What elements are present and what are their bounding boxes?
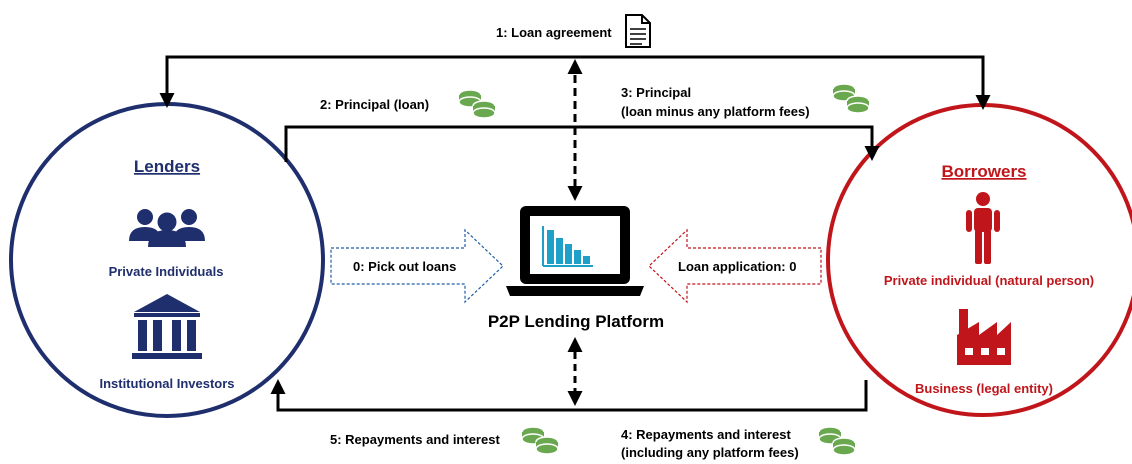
bank-icon (132, 294, 202, 359)
borrowers-type-business: Business (legal entity) (915, 381, 1053, 396)
step1-label: 1: Loan agreement (496, 25, 612, 40)
coins-icon (846, 95, 870, 114)
borrowers-group: Borrowers Private individual (natural pe… (826, 103, 1132, 417)
step3-label-line1: 3: Principal (621, 85, 691, 100)
flow-loan-application: Loan application: 0 (648, 228, 822, 304)
laptop-chart-icon (506, 206, 644, 296)
step5-label: 5: Repayments and interest (330, 432, 500, 447)
flow-pick-out-loans: 0: Pick out loans (330, 228, 504, 304)
coins-icon (832, 437, 856, 456)
lenders-title: Lenders (134, 157, 200, 176)
step0-lender-label: 0: Pick out loans (353, 259, 456, 274)
flow-repayments: 5: Repayments and interest 4: Repayments… (270, 379, 868, 460)
lenders-circle (9, 102, 325, 418)
platform-label: P2P Lending Platform (488, 312, 664, 331)
flow-loan-agreement: 1: Loan agreement (159, 14, 991, 110)
factory-icon (957, 309, 1011, 365)
flow-principal: 2: Principal (loan) 3: Principal (loan m… (284, 83, 880, 162)
step4-label-line2: (including any platform fees) (621, 445, 799, 460)
step4-label-line1: 4: Repayments and interest (621, 427, 791, 442)
people-group-icon (129, 209, 205, 247)
borrowers-title: Borrowers (941, 162, 1026, 181)
person-icon (966, 192, 1000, 264)
step3-label-line2: (loan minus any platform fees) (621, 104, 810, 119)
lenders-type-private: Private Individuals (109, 264, 224, 279)
step2-label: 2: Principal (loan) (320, 97, 429, 112)
lenders-group: Lenders Private Individuals Institutiona… (9, 102, 325, 418)
borrowers-type-private: Private individual (natural person) (884, 273, 1094, 288)
coins-icon (535, 436, 559, 455)
coins-icon (472, 100, 496, 119)
lenders-type-institutional: Institutional Investors (99, 376, 234, 391)
document-icon (625, 14, 651, 48)
step0-borrower-label: Loan application: 0 (678, 259, 796, 274)
